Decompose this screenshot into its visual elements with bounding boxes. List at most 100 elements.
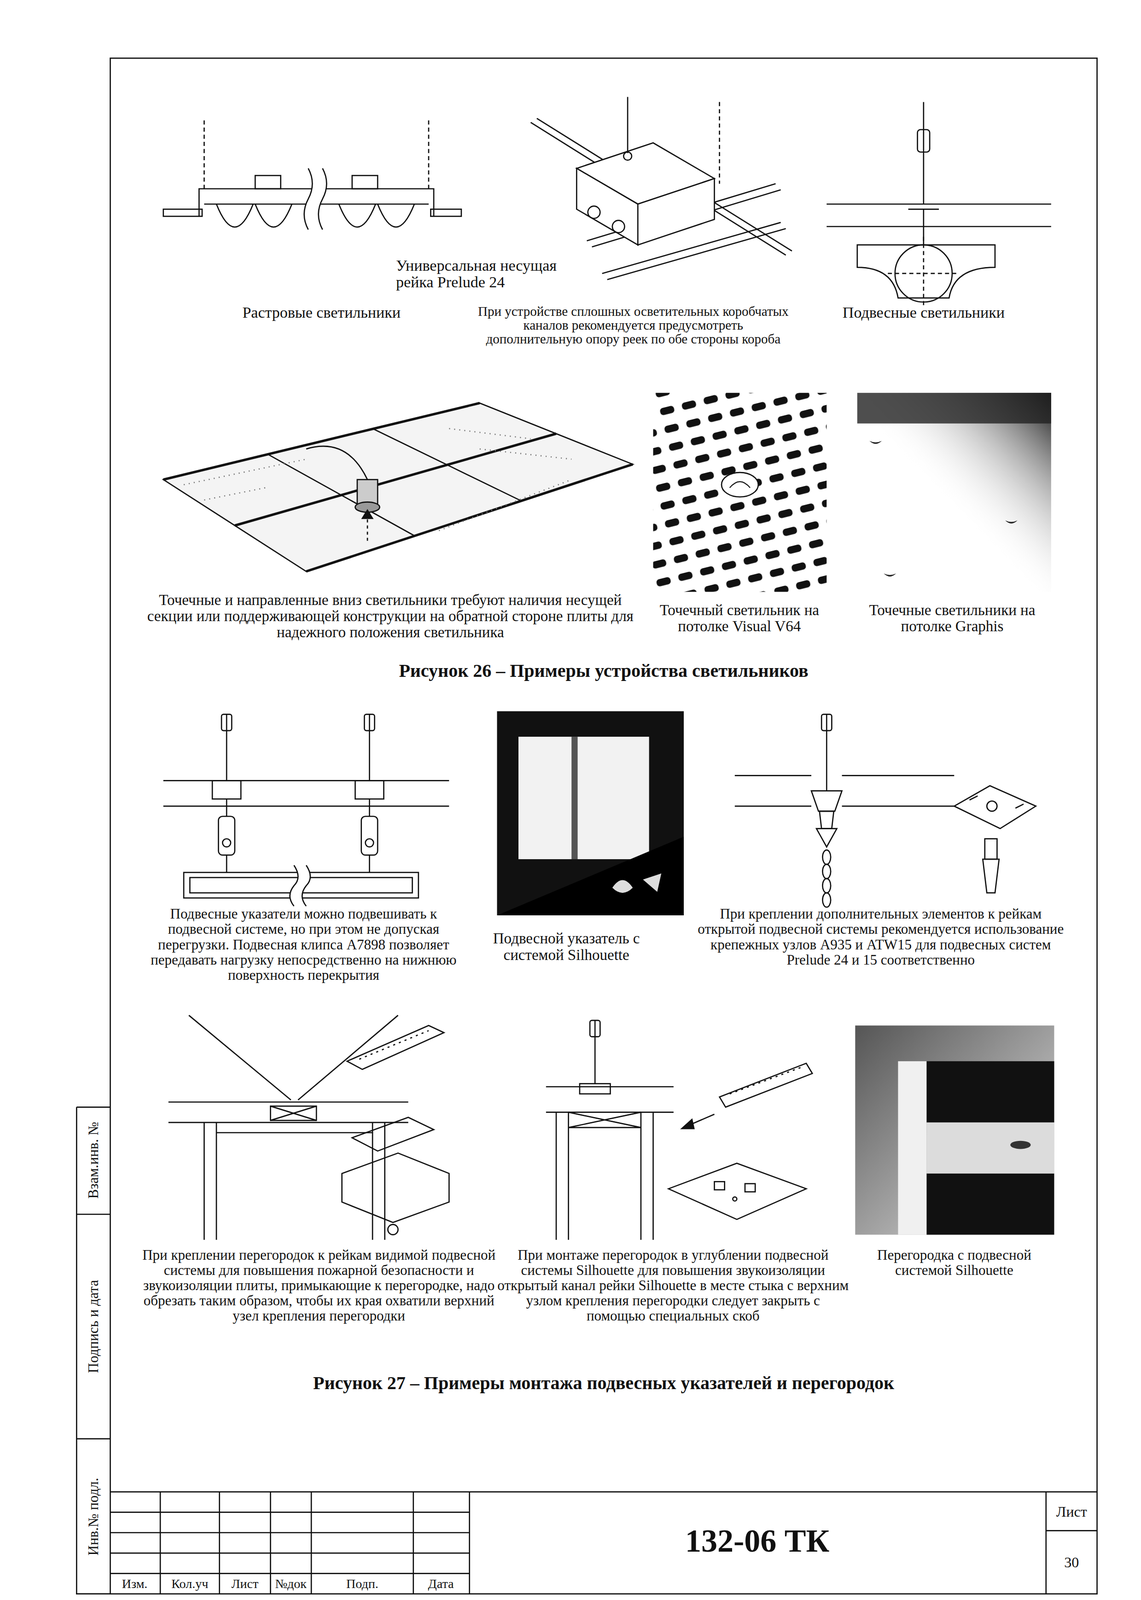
title-block-cell: Дата	[428, 1577, 455, 1591]
image-caption: При креплении перегородок к рейкам видим…	[137, 1247, 501, 1324]
hanging-sign-part	[218, 816, 235, 856]
sheet-frame-part	[76, 1107, 111, 1595]
pendant-luminaire	[826, 102, 1052, 307]
partition-visible-grid-part	[168, 1101, 409, 1123]
raster-luminaire	[163, 120, 462, 230]
hanging-sign-part	[365, 838, 374, 848]
figure-caption: Рисунок 27 – Примеры монтажа подвесных у…	[110, 1373, 1097, 1394]
visual-v64-photo-part	[653, 392, 827, 592]
raster-luminaire-part	[163, 209, 203, 217]
partition-photo-part	[855, 1025, 1054, 1235]
partition-silhouette-grid-part	[594, 1020, 596, 1084]
partition-visible-grid-part	[387, 1224, 398, 1235]
downlight-grid-part	[183, 428, 572, 531]
silhouette-sign-photo-part	[496, 711, 684, 916]
visual-v64-photo-part	[729, 481, 751, 488]
hanging-sign-part	[163, 780, 450, 806]
pendant-luminaire-part	[826, 203, 1052, 227]
sheet-frame-part	[110, 1491, 1097, 1595]
silhouette-sign-photo	[496, 711, 684, 916]
sheet-frame-part	[110, 58, 1097, 1594]
fastener-assembly-part	[982, 859, 999, 893]
visual-v64-photo-part	[721, 472, 759, 497]
partition-silhouette-grid-part	[568, 1112, 641, 1128]
fastener-assembly-part	[954, 785, 1036, 829]
hanging-sign-part	[290, 865, 311, 907]
partition-photo	[855, 1025, 1054, 1235]
stamp-label: Подпись и дата	[85, 1280, 100, 1374]
partition-photo-part	[926, 1061, 1054, 1123]
fastener-assembly-part	[734, 775, 955, 806]
box-channel-part	[627, 97, 629, 154]
graphis-photo	[857, 392, 1052, 592]
image-caption: Подвесные указатели можно подвешивать к …	[137, 906, 470, 983]
image-caption: Точечные светильники на потолке Graphis	[844, 602, 1060, 635]
partition-visible-grid-part	[359, 1030, 429, 1060]
pendant-luminaire-part	[917, 129, 931, 152]
hanging-sign-part	[290, 865, 311, 907]
pendant-luminaire-part	[922, 102, 925, 205]
graphis-photo-part	[869, 440, 1018, 577]
partition-silhouette-grid-part	[729, 1067, 802, 1095]
fastener-assembly-part	[984, 838, 998, 860]
raster-luminaire-part	[255, 175, 281, 189]
downlight-grid-part	[362, 510, 373, 519]
part-label: Универсальная несущая рейка Prelude 24	[395, 257, 595, 292]
partition-visible-grid-part	[216, 1132, 373, 1134]
fastener-assembly-part	[816, 828, 837, 848]
partition-silhouette-grid-part	[714, 1181, 725, 1190]
image-caption: Точечный светильник на потолке Visual V6…	[645, 602, 834, 635]
downlight-grid-part	[357, 479, 378, 506]
fastener-assembly-part	[819, 811, 834, 829]
raster-luminaire-part	[304, 168, 327, 230]
partition-visible-grid-part	[188, 1015, 398, 1101]
box-channel-part	[718, 102, 721, 184]
image-caption: При устройстве сплошных осветительных ко…	[477, 304, 789, 347]
pendant-luminaire-part	[887, 236, 960, 307]
raster-luminaire-part	[430, 209, 461, 217]
graphis-photo-part	[857, 392, 1052, 592]
fastener-assembly-part	[822, 878, 831, 893]
fastener-assembly-part	[811, 791, 842, 812]
fastener-assembly-part	[822, 864, 831, 879]
image-caption: Растровые светильники	[203, 304, 439, 321]
partition-silhouette-grid-part	[719, 1063, 813, 1107]
downlight-grid-part	[306, 446, 368, 480]
partition-silhouette-grid-part	[668, 1163, 807, 1220]
box-channel-part	[612, 220, 625, 233]
title-block-cell: Изм.	[122, 1577, 148, 1591]
stamp-label: Инв.№ подл.	[85, 1477, 100, 1556]
title-block-cell: Лист	[1056, 1504, 1088, 1520]
hanging-sign-part	[222, 838, 231, 848]
partition-silhouette-grid	[546, 1020, 813, 1240]
partition-silhouette-grid-part	[681, 1119, 695, 1129]
partition-silhouette-grid-part	[732, 1197, 737, 1202]
partition-visible-grid-part	[352, 1117, 434, 1152]
image-caption: Перегородка с подвесной системой Silhoue…	[847, 1247, 1062, 1278]
partition-photo-part	[1010, 1141, 1031, 1150]
fastener-assembly	[734, 714, 1037, 908]
box-channel-part	[623, 151, 632, 161]
fastener-assembly-part	[822, 849, 831, 865]
title-block-cell: Кол.уч	[171, 1577, 209, 1591]
stamp-label: Взам.инв. №	[85, 1122, 100, 1200]
image-caption: Подвесные светильники	[816, 304, 1031, 321]
silhouette-sign-photo-part	[496, 836, 684, 916]
hanging-sign-part	[226, 714, 370, 781]
downlight-grid-part	[366, 515, 369, 541]
box-channel	[530, 97, 792, 280]
image-caption: При креплении дополнительных элементов к…	[697, 906, 1065, 968]
partition-photo-part	[897, 1061, 927, 1235]
partition-visible-grid-part	[342, 1152, 450, 1223]
title-block-cell: №док	[274, 1577, 307, 1591]
image-caption: Точечные и направленные вниз светильники…	[137, 592, 643, 641]
silhouette-sign-photo-part	[571, 736, 578, 860]
downlight-grid-part	[163, 402, 633, 572]
partition-visible-grid	[168, 1015, 449, 1240]
silhouette-sign-photo-part	[612, 873, 662, 893]
box-channel-part	[704, 199, 792, 256]
partition-photo-part	[926, 1173, 1054, 1235]
silhouette-sign-photo-part	[518, 736, 650, 860]
